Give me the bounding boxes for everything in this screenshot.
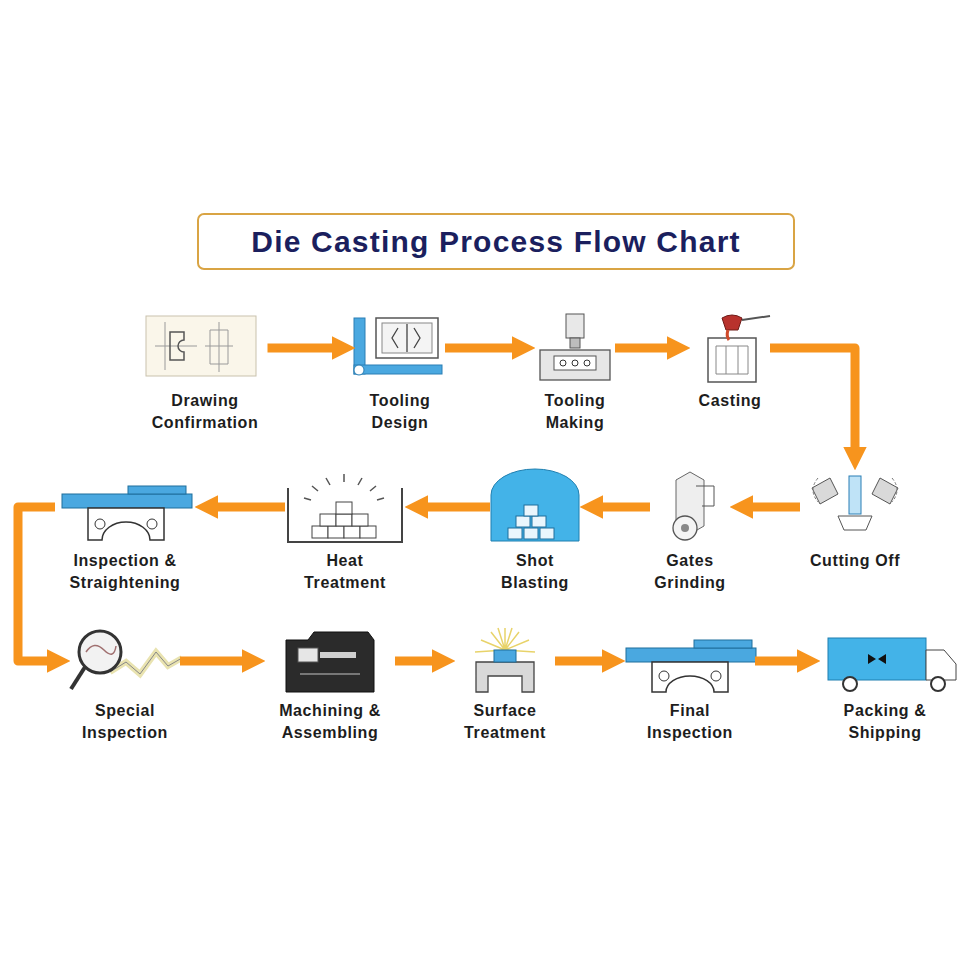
step-label: Machining & Assembling [265,700,395,745]
truck-icon [828,638,956,691]
magnifier-icon [71,631,182,689]
flow-arrow [596,503,650,512]
step-label: Special Inspection [70,700,180,745]
inspection-icon [626,640,756,692]
flow-arrow [211,503,285,512]
blasting-icon [491,469,579,541]
inspection-icon [62,486,192,540]
heat-icon [288,474,402,542]
chart-title: Die Casting Process Flow Chart [251,225,740,259]
process-step: Heat Treatment [285,470,405,595]
flow-arrow [421,503,490,512]
process-step: Tooling Design [355,312,445,435]
step-label: Casting [690,390,770,412]
process-step: Casting [690,312,770,412]
drawing-icon [146,316,256,376]
process-step: Inspection & Straightening [55,470,195,595]
title-box: Die Casting Process Flow Chart [197,213,795,270]
process-step: Machining & Assembling [265,628,395,745]
flow-arrow [615,344,674,353]
process-step: Final Inspection [625,628,755,745]
step-label: Drawing Confirmation [143,390,268,435]
process-step: Drawing Confirmation [143,312,268,435]
process-step: Cutting Off [800,470,910,572]
flow-arrow [755,657,804,666]
tooling-design-icon [354,318,442,375]
flow-arrow [746,503,800,512]
process-step: Special Inspection [70,628,180,745]
flow-arrow [18,507,55,661]
step-label: Tooling Making [535,390,615,435]
step-label: Packing & Shipping [820,700,950,745]
lathe-icon [286,632,374,692]
step-label: Final Inspection [625,700,755,745]
step-label: Tooling Design [355,390,445,435]
process-step: Tooling Making [535,312,615,435]
flow-arrow [395,657,439,666]
surface-icon [475,628,535,692]
flow-arrow [268,344,340,353]
step-label: Shot Blasting [490,550,580,595]
step-label: Gates Grinding [650,550,730,595]
flow-arrow [445,344,519,353]
step-label: Inspection & Straightening [55,550,195,595]
process-step: Gates Grinding [650,470,730,595]
step-label: Cutting Off [800,550,910,572]
process-step: Surface Treatment [455,628,555,745]
cutting-icon [812,476,898,530]
step-label: Heat Treatment [285,550,405,595]
process-step: Shot Blasting [490,470,580,595]
flow-arrow [555,657,609,666]
step-label: Surface Treatment [455,700,555,745]
tooling-making-icon [540,314,610,380]
flow-arrow [180,657,249,666]
process-step: Packing & Shipping [820,628,950,745]
grinding-icon [673,472,714,540]
casting-icon [708,315,770,382]
flow-arrow [770,348,855,454]
